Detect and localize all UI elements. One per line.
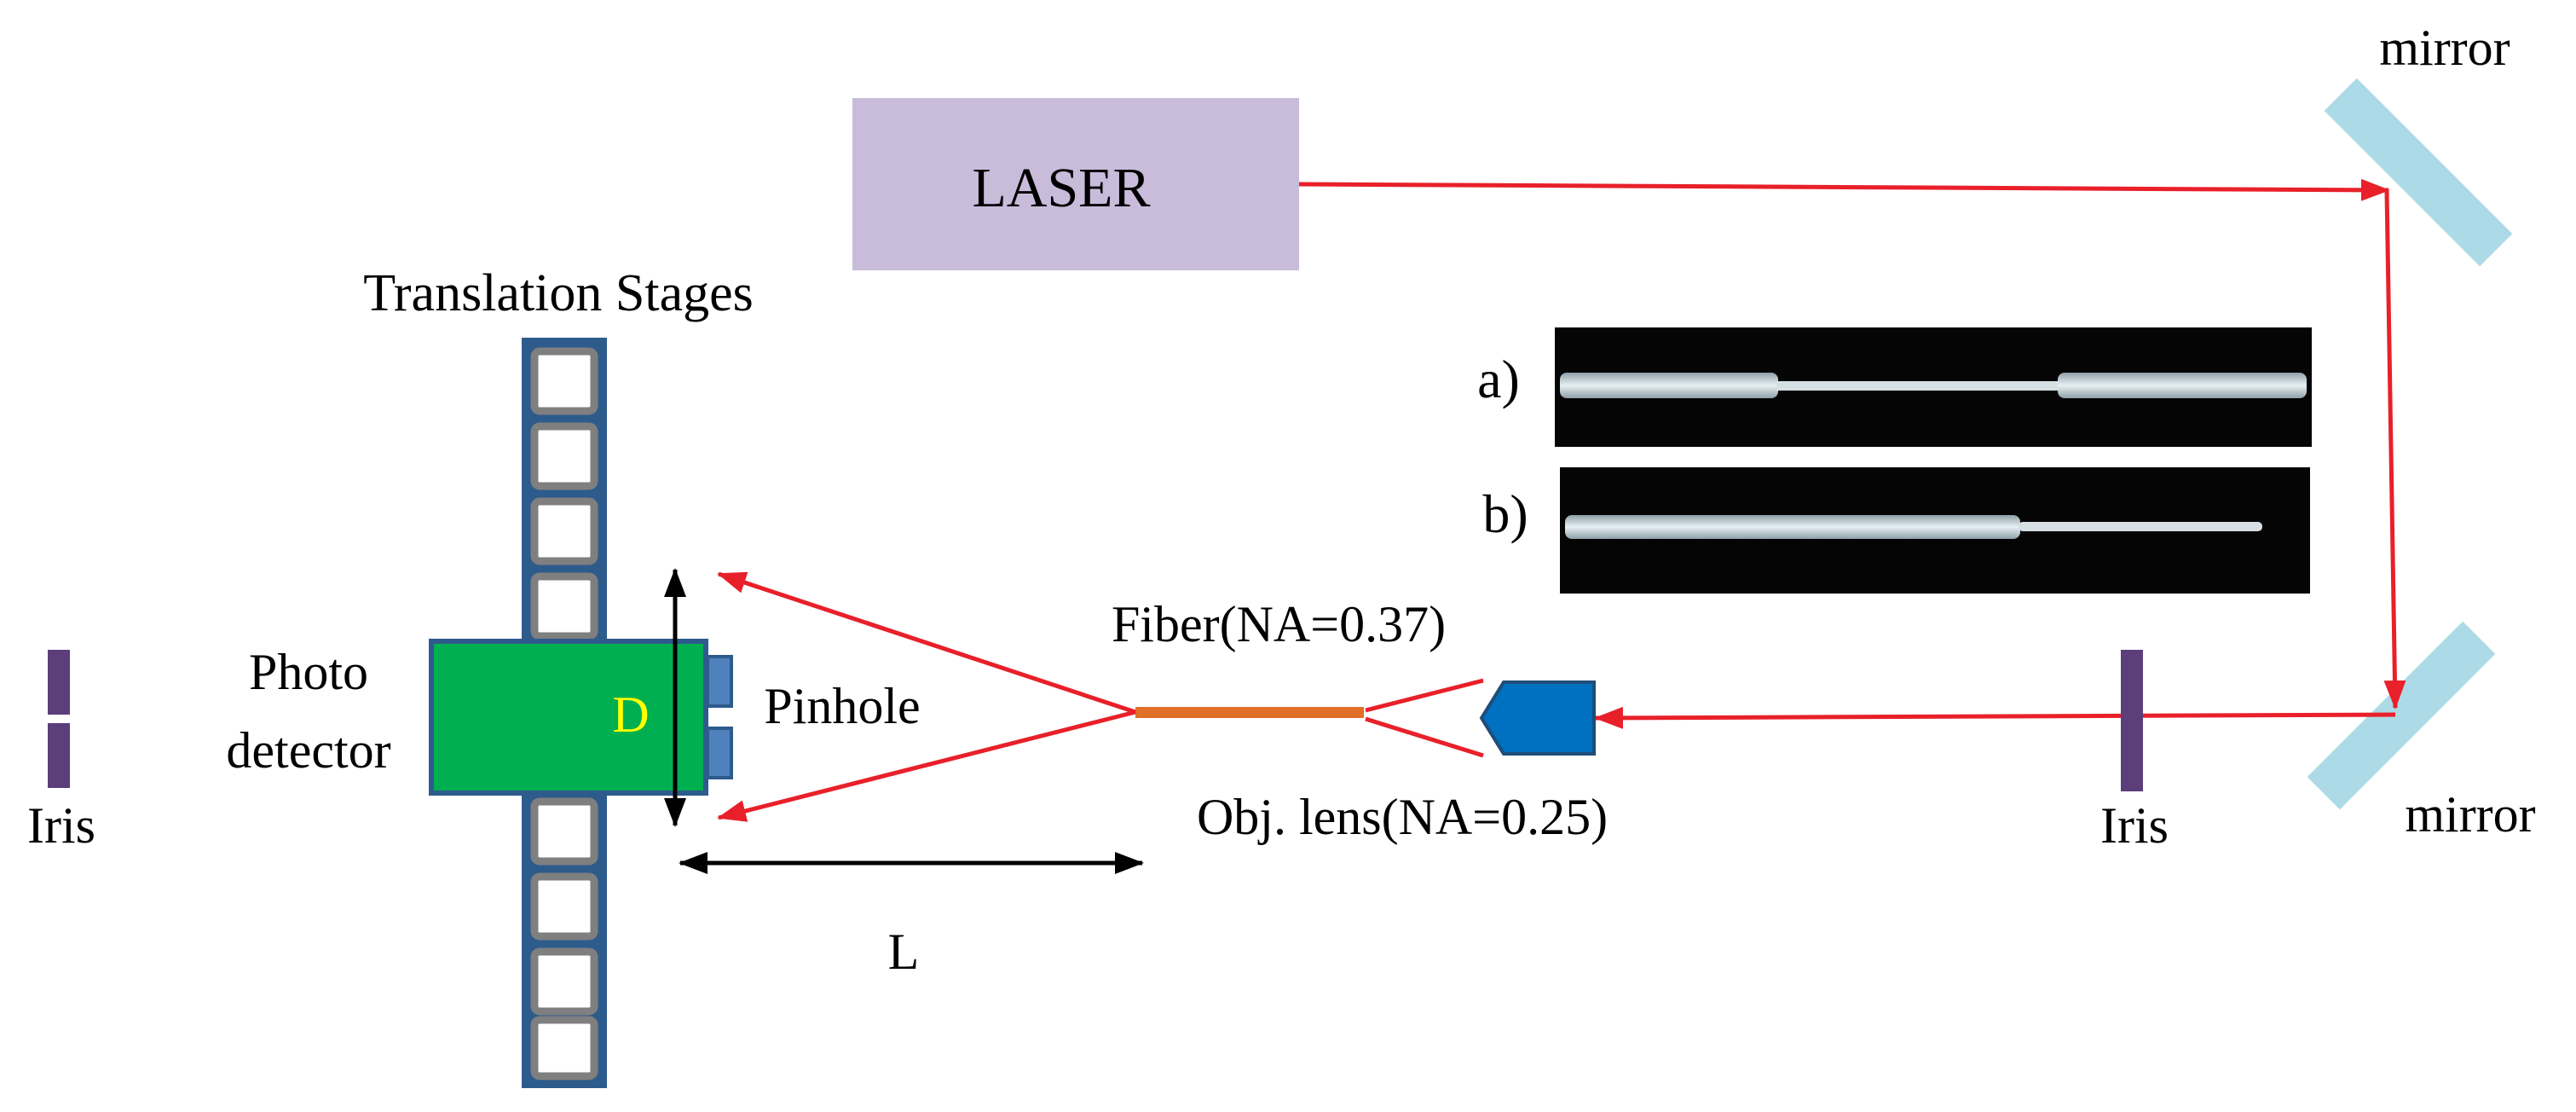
stage-cell <box>530 1016 598 1080</box>
pinhole-upper <box>706 655 733 708</box>
translation-stages-label: Translation Stages <box>363 264 754 322</box>
iris-left-lower <box>48 723 70 788</box>
detector-mark: D <box>612 686 649 743</box>
stage-cell <box>530 797 598 866</box>
stage-cell <box>530 872 598 941</box>
inset-photo-a <box>1555 327 2312 447</box>
mirror-top <box>2324 78 2513 267</box>
stage-cell <box>530 947 598 1016</box>
inset-b-label: b) <box>1482 484 1528 544</box>
fiber-label: Fiber(NA=0.37) <box>1112 596 1446 652</box>
inset-a-label: a) <box>1477 349 1520 409</box>
cone-upper <box>1365 678 1484 713</box>
output-ray-upper <box>717 571 1136 715</box>
stage-cell <box>530 572 598 640</box>
objective-lens <box>1479 681 1596 756</box>
distance-label: L <box>888 924 920 980</box>
pinhole-lower <box>706 727 733 779</box>
iris-left-upper <box>48 650 70 715</box>
mirror-bottom <box>2307 621 2496 810</box>
iris-right <box>2121 650 2143 791</box>
mirror-top-label: mirror <box>2379 20 2510 76</box>
output-ray-lower <box>717 709 1136 822</box>
obj-lens-label: Obj. lens(NA=0.25) <box>1197 789 1608 845</box>
pinhole-label: Pinhole <box>764 678 920 734</box>
inset-photo-b <box>1560 467 2310 594</box>
stage-cell <box>530 497 598 565</box>
iris-left-label: Iris <box>27 797 95 854</box>
laser-source <box>852 98 1299 270</box>
laser-label: LASER <box>972 157 1150 219</box>
iris-right-label: Iris <box>2100 797 2169 854</box>
beam-laser-to-mirror <box>1298 178 2390 201</box>
photo-detector <box>429 639 708 796</box>
detector-label: detector <box>226 722 390 779</box>
cone-lower <box>1365 716 1484 758</box>
fiber <box>1135 707 1364 718</box>
stage-cell <box>530 422 598 490</box>
mirror-bottom-label: mirror <box>2405 786 2535 843</box>
translation-stage-cells <box>530 347 598 1080</box>
stage-cell <box>530 347 598 415</box>
photo-label: Photo <box>249 644 368 700</box>
beam-mirror-to-mirror <box>2383 190 2406 709</box>
beam-mirror-to-lens <box>1594 706 2396 729</box>
